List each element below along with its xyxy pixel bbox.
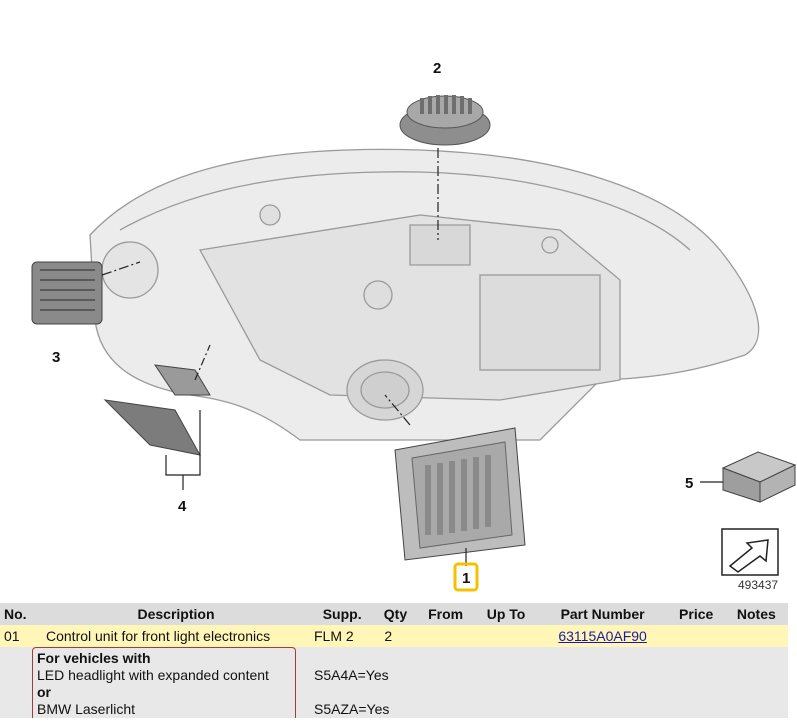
led-module-heatsink-icon xyxy=(399,95,491,240)
condition-value-1: S5A4A=Yes xyxy=(314,667,389,683)
headlight-housing-icon xyxy=(89,148,760,441)
parts-table: No. Description Supp. Qty From Up To Par… xyxy=(0,603,788,718)
package-box-icon xyxy=(700,451,797,503)
header-description: Description xyxy=(42,603,310,625)
condition-line-2: BMW Laserlicht xyxy=(37,701,136,717)
driver-module-icon xyxy=(31,261,141,325)
header-notes: Notes xyxy=(724,603,788,625)
condition-or: or xyxy=(37,684,51,700)
image-id: 493437 xyxy=(738,578,778,592)
callout-2: 2 xyxy=(433,60,441,77)
condition-box: For vehicles with LED headlight with exp… xyxy=(32,647,296,718)
header-part-number: Part Number xyxy=(537,603,668,625)
callout-1: 1 xyxy=(462,570,470,587)
bracket-module-icon xyxy=(103,344,211,490)
row-from xyxy=(416,625,475,647)
table-row[interactable]: 01 Control unit for front light electron… xyxy=(0,625,788,647)
row-part-number[interactable]: 63115A0AF90 xyxy=(537,625,668,647)
row-upto xyxy=(474,625,538,647)
callout-3: 3 xyxy=(52,349,60,366)
header-from: From xyxy=(416,603,475,625)
row-notes xyxy=(724,625,788,647)
row-supp: FLM 2 xyxy=(310,625,375,647)
table-header: No. Description Supp. Qty From Up To Par… xyxy=(0,603,788,625)
row-no: 01 xyxy=(0,625,42,647)
condition-line-1: LED headlight with expanded content xyxy=(37,667,269,683)
row-qty: 2 xyxy=(374,625,417,647)
callout-4: 4 xyxy=(178,498,187,515)
arrow-icon xyxy=(721,528,779,576)
parts-diagram: 1 2 3 4 5 493437 xyxy=(31,60,797,592)
header-upto: Up To xyxy=(474,603,538,625)
condition-value-2: S5AZA=Yes xyxy=(314,701,390,717)
part-number-link[interactable]: 63115A0AF90 xyxy=(558,628,647,644)
header-qty: Qty xyxy=(374,603,417,625)
header-supp: Supp. xyxy=(310,603,375,625)
row-description: Control unit for front light electronics xyxy=(42,625,310,647)
header-no: No. xyxy=(0,603,42,625)
condition-row: For vehicles with LED headlight with exp… xyxy=(0,647,788,718)
header-price: Price xyxy=(667,603,725,625)
control-unit-icon xyxy=(384,394,526,592)
condition-header: For vehicles with xyxy=(37,650,151,666)
row-price xyxy=(667,625,725,647)
callout-5: 5 xyxy=(685,475,693,492)
